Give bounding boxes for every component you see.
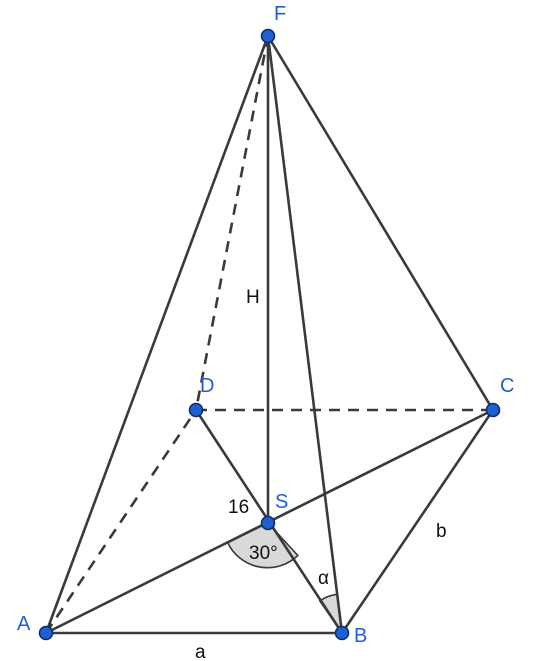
edge-AD-hidden <box>44 409 198 634</box>
point-D <box>188 402 204 418</box>
point-C <box>485 402 501 418</box>
label-height-H: H <box>246 287 260 308</box>
label-angle-alpha: α <box>318 568 329 589</box>
label-side-a: a <box>195 642 206 661</box>
point-F <box>260 28 276 44</box>
point-A <box>38 625 54 641</box>
label-A: A <box>17 613 31 635</box>
point-S <box>260 515 276 531</box>
label-segment-16: 16 <box>228 497 249 518</box>
edge-FB <box>266 34 344 635</box>
point-B <box>334 625 350 641</box>
label-B: B <box>354 625 367 647</box>
edge-BC <box>340 408 495 635</box>
label-angle-30: 30° <box>249 543 278 564</box>
label-S: S <box>275 491 288 513</box>
label-side-b: b <box>436 521 447 542</box>
edge-FA <box>44 34 270 635</box>
label-C: C <box>500 375 514 397</box>
edge-FC <box>266 34 495 412</box>
label-F: F <box>274 3 286 25</box>
label-D: D <box>200 375 214 397</box>
edge-FD-hidden <box>194 35 270 411</box>
